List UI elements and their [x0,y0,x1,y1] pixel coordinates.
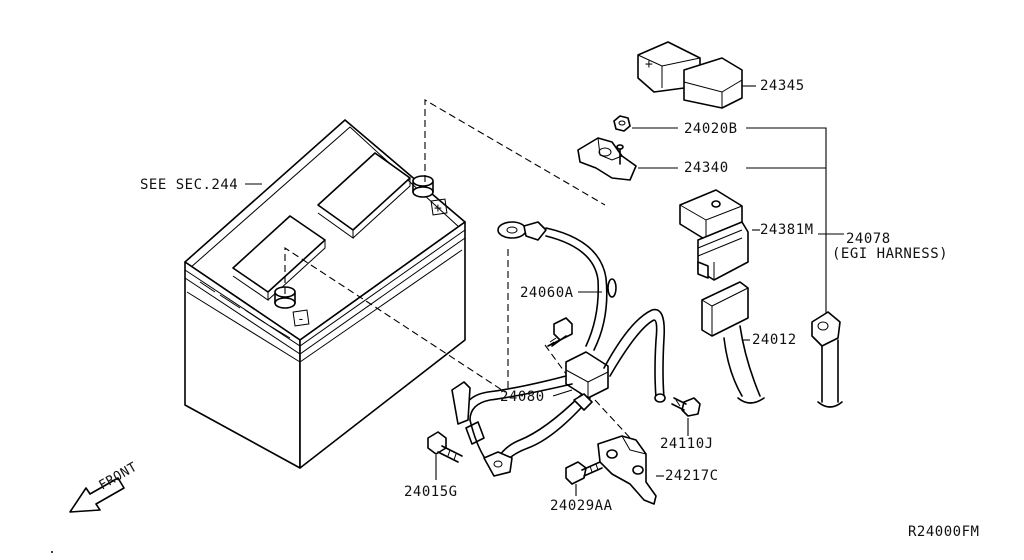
battery-cable-24080 [451,221,666,477]
bolt-24015g [427,431,463,463]
label-egi-harness: (EGI HARNESS) [832,246,948,262]
label-24080: 24080 [500,389,545,405]
label-24012: 24012 [752,332,797,348]
projection-lines [284,99,633,441]
label-24078: 24078 [846,231,891,247]
label-24110j: 24110J [660,436,714,452]
fusible-link-24381m [679,189,749,281]
terminal-clamp-24340 [577,137,637,181]
label-24381m: 24381M [760,222,814,238]
battery-plus-mark: + [434,201,442,216]
cover-plus-mark: + [645,57,653,72]
label-24029aa: 24029AA [550,498,613,514]
label-24020b: 24020B [684,121,738,137]
nut-24020b [613,115,631,132]
corner-dot [51,551,53,553]
battery-minus-mark: - [297,312,305,327]
figure-code: R24000FM [908,524,979,540]
label-24060a: 24060A [520,285,574,301]
battery: - + [184,119,466,469]
label-24345: 24345 [760,78,805,94]
bolt-24110j [671,397,701,417]
bolt-24029aa [565,461,603,485]
terminal-cover-24345: + [637,41,743,109]
front-label: FRONT [97,460,141,494]
bracket-24217c [597,435,657,505]
label-24015g: 24015G [404,484,458,500]
label-24217c: 24217C [665,468,719,484]
see-sec-label: SEE SEC.244 [140,177,238,193]
egi-harness-end [811,311,843,408]
label-24340: 24340 [684,160,729,176]
front-arrow: FRONT [69,460,141,513]
bolt-24060a [547,317,573,347]
fuse-block-24012 [701,281,765,404]
